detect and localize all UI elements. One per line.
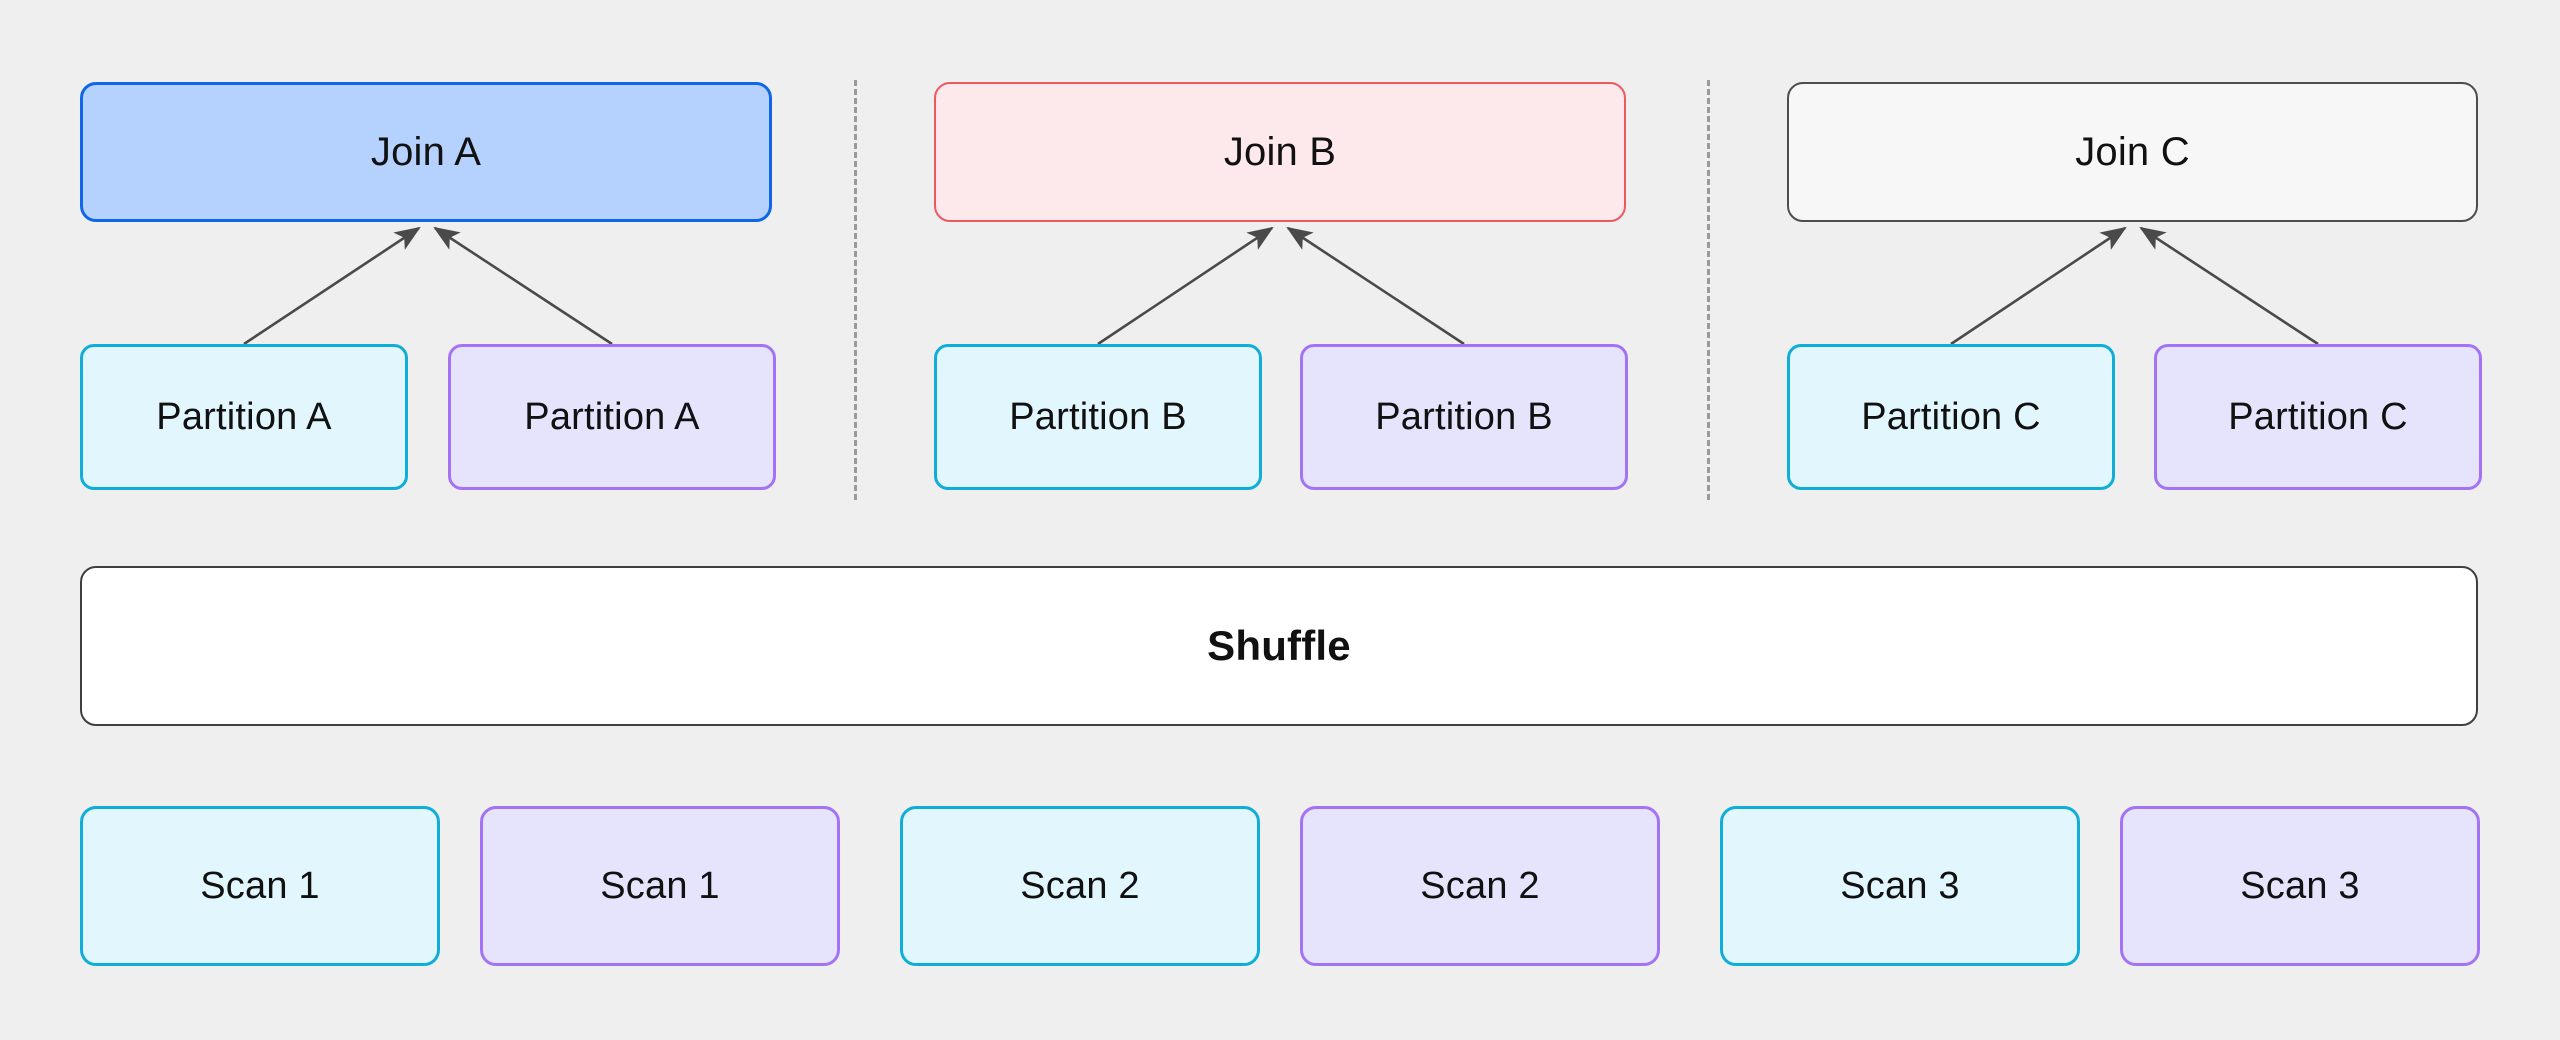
node-partition-b-2[interactable]: Partition B <box>1300 344 1628 490</box>
node-label: Scan 2 <box>1420 864 1540 907</box>
node-label: Partition A <box>524 395 700 438</box>
edge-arrow <box>1097 226 1274 346</box>
node-scan-2-2[interactable]: Scan 2 <box>1300 806 1660 966</box>
node-partition-a-1[interactable]: Partition A <box>80 344 408 490</box>
node-join-b[interactable]: Join B <box>934 82 1626 222</box>
node-scan-3-1[interactable]: Scan 3 <box>1720 806 2080 966</box>
edge-arrow <box>243 226 421 346</box>
node-label: Partition C <box>2228 395 2408 438</box>
node-scan-3-2[interactable]: Scan 3 <box>2120 806 2480 966</box>
node-label: Partition B <box>1009 395 1187 438</box>
edge-arrow <box>2139 226 2319 346</box>
node-join-c[interactable]: Join C <box>1787 82 2478 222</box>
node-partition-a-2[interactable]: Partition A <box>448 344 776 490</box>
node-label: Partition B <box>1375 395 1553 438</box>
node-partition-c-1[interactable]: Partition C <box>1787 344 2115 490</box>
node-scan-2-1[interactable]: Scan 2 <box>900 806 1260 966</box>
edge-arrow <box>433 226 613 346</box>
node-label: Join C <box>2075 129 2190 174</box>
node-label: Partition C <box>1861 395 2041 438</box>
node-join-a[interactable]: Join A <box>80 82 772 222</box>
node-label: Scan 3 <box>1840 864 1960 907</box>
node-label: Shuffle <box>1207 622 1351 669</box>
node-shuffle[interactable]: Shuffle <box>80 566 2478 726</box>
node-label: Partition A <box>156 395 332 438</box>
node-partition-b-1[interactable]: Partition B <box>934 344 1262 490</box>
node-scan-1-1[interactable]: Scan 1 <box>80 806 440 966</box>
node-label: Scan 1 <box>600 864 720 907</box>
node-label: Join A <box>370 129 482 174</box>
node-label: Join B <box>1223 129 1337 174</box>
group-divider-2 <box>1707 80 1710 500</box>
node-label: Scan 2 <box>1020 864 1140 907</box>
edge-arrow <box>1950 226 2127 346</box>
node-scan-1-2[interactable]: Scan 1 <box>480 806 840 966</box>
node-partition-c-2[interactable]: Partition C <box>2154 344 2482 490</box>
edge-arrow <box>1286 226 1465 346</box>
node-label: Scan 3 <box>2240 864 2360 907</box>
node-label: Scan 1 <box>200 864 320 907</box>
group-divider-1 <box>854 80 857 500</box>
